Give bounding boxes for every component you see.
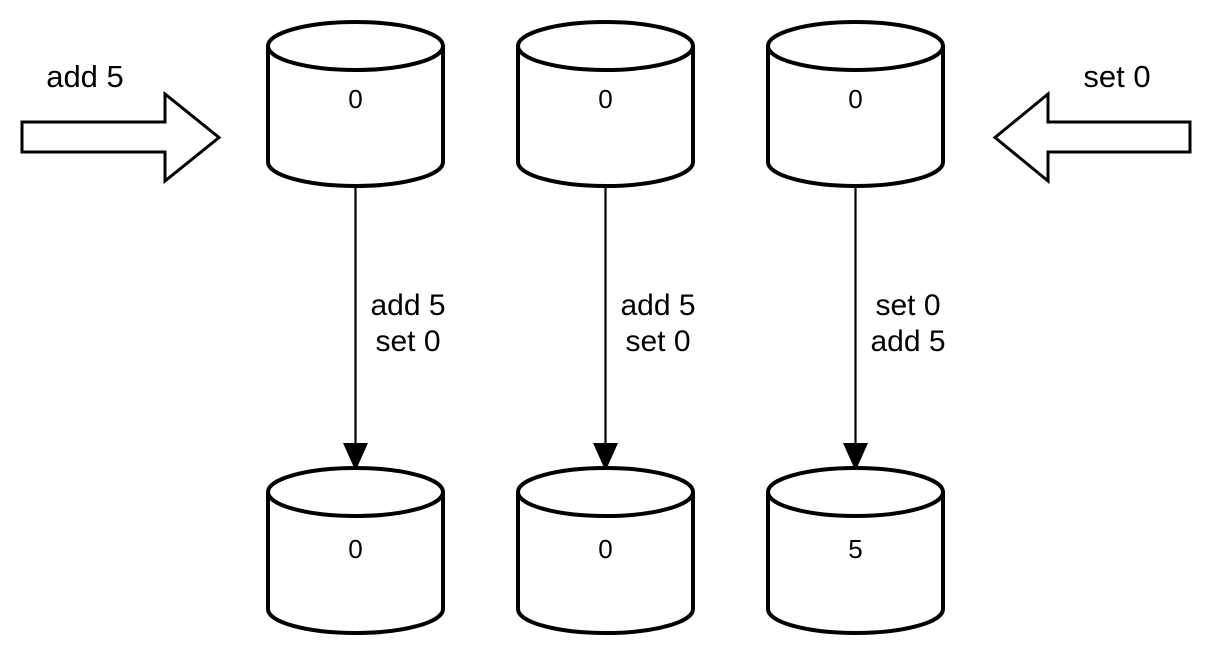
block-arrow-left-shape [992, 90, 1192, 185]
replica-3-connector [843, 187, 868, 471]
replica-1-operation-1: add 5 [370, 289, 445, 322]
replica-3-operation-1: set 0 [875, 289, 940, 322]
replica-1-bottom-cylinder[interactable]: 0 [266, 466, 445, 635]
replica-2-top-lid [516, 20, 695, 72]
replica-1-final-value: 0 [348, 534, 362, 564]
replica-3-bottom-cylinder[interactable]: 5 [766, 466, 945, 635]
replica-3-final-value: 5 [848, 534, 862, 564]
replica-2-top-body [516, 44, 695, 188]
replica-1-top-lid [266, 20, 445, 72]
replica-2-arrow-head-icon [593, 443, 618, 471]
client-left-arrow[interactable] [20, 90, 222, 185]
replica-3-arrow-head-icon [843, 443, 868, 471]
replica-2-bottom-cylinder[interactable]: 0 [516, 466, 695, 635]
replica-3-initial-value: 0 [848, 84, 862, 114]
replica-1-top-body [266, 44, 445, 188]
replica-3-top-body [766, 44, 945, 188]
replica-3-top-lid [766, 20, 945, 72]
replica-2-operation-1: add 5 [620, 289, 695, 322]
replica-1-bottom-lid [266, 466, 445, 518]
replica-2-connector [593, 187, 618, 471]
replica-1-top-cylinder[interactable]: 0 [266, 20, 445, 188]
replica-3-operation-2: add 5 [870, 325, 945, 358]
client-right-arrow[interactable] [992, 90, 1192, 185]
replica-1-connector [343, 187, 368, 471]
replica-1-initial-value: 0 [348, 84, 362, 114]
replica-3-bottom-lid [766, 466, 945, 518]
client-left-label: add 5 [46, 59, 124, 94]
replica-2-bottom-body [516, 490, 695, 635]
replica-1-bottom-body [266, 490, 445, 635]
replica-3-top-cylinder[interactable]: 0 [766, 20, 945, 188]
replica-2-top-cylinder[interactable]: 0 [516, 20, 695, 188]
replica-2-bottom-lid [516, 466, 695, 518]
replica-2-final-value: 0 [598, 534, 612, 564]
replica-3-bottom-body [766, 490, 945, 635]
replica-1-arrow-head-icon [343, 443, 368, 471]
replica-2-operation-2: set 0 [625, 325, 690, 358]
replica-2-initial-value: 0 [598, 84, 612, 114]
replica-1-operation-2: set 0 [375, 325, 440, 358]
client-right-label: set 0 [1083, 59, 1150, 94]
block-arrow-right-shape [20, 90, 222, 185]
